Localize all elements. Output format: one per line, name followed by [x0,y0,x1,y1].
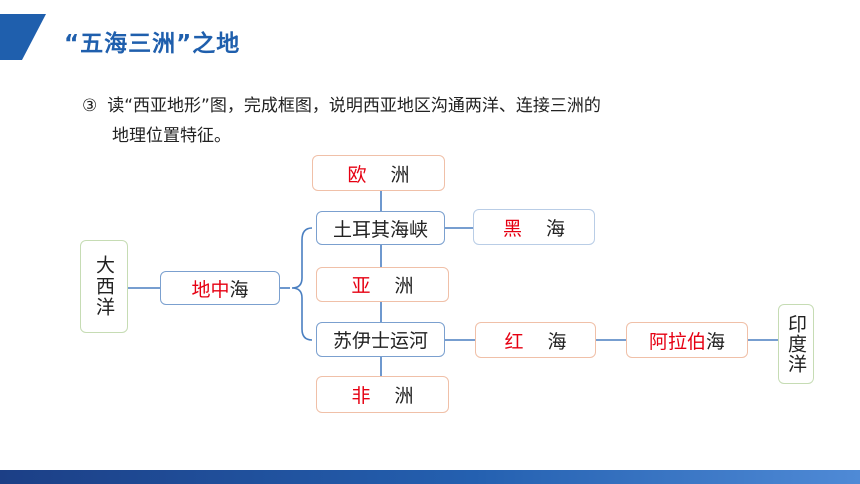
header-accent [0,14,46,60]
mediterranean-answer: 地中 [191,278,230,301]
question-text: ③ 读“西亚地形”图，完成框图，说明西亚地区沟通两洋、连接三洲的 地理位置特征。 [82,91,782,151]
africa-suffix: 洲 [394,385,414,407]
red-sea-answer: 红 [504,330,524,353]
asia-suffix: 洲 [394,275,414,297]
box-africa: 非洲 [316,376,449,413]
turkish-straits-label: 土耳其海峡 [332,218,428,241]
africa-answer: 非 [351,385,371,407]
europe-answer: 欧 [347,163,367,186]
europe-suffix: 洲 [390,163,410,186]
box-turkish-straits: 土耳其海峡 [316,211,445,245]
suez-canal-label: 苏伊士运河 [332,330,428,352]
box-black-sea: 黑海 [473,209,595,245]
question-line-1: 读“西亚地形”图，完成框图，说明西亚地区沟通两洋、连接三洲的 [107,96,601,116]
atlantic-label: 大西洋 [93,255,115,318]
red-sea-suffix: 海 [547,330,567,353]
mediterranean-suffix: 海 [229,278,249,301]
page-title: “五海三洲”之地 [64,31,241,57]
footer-band [0,470,860,484]
arabian-sea-answer: 阿拉伯 [648,330,706,353]
question-line-2: 地理位置特征。 [112,126,231,146]
asia-answer: 亚 [351,275,371,297]
arabian-sea-suffix: 海 [706,330,726,353]
box-atlantic-ocean: 大西洋 [80,240,128,333]
box-indian-ocean: 印度洋 [778,304,814,384]
black-sea-suffix: 海 [546,217,566,240]
black-sea-answer: 黑 [502,217,522,240]
box-arabian-sea: 阿拉伯海 [626,322,748,358]
box-mediterranean-sea: 地中海 [160,271,280,305]
box-suez-canal: 苏伊士运河 [316,322,445,357]
indian-ocean-label: 印度洋 [785,314,807,374]
box-asia: 亚洲 [316,267,449,302]
question-number: ③ [82,96,98,116]
box-red-sea: 红海 [475,322,596,358]
box-europe: 欧洲 [312,155,445,191]
